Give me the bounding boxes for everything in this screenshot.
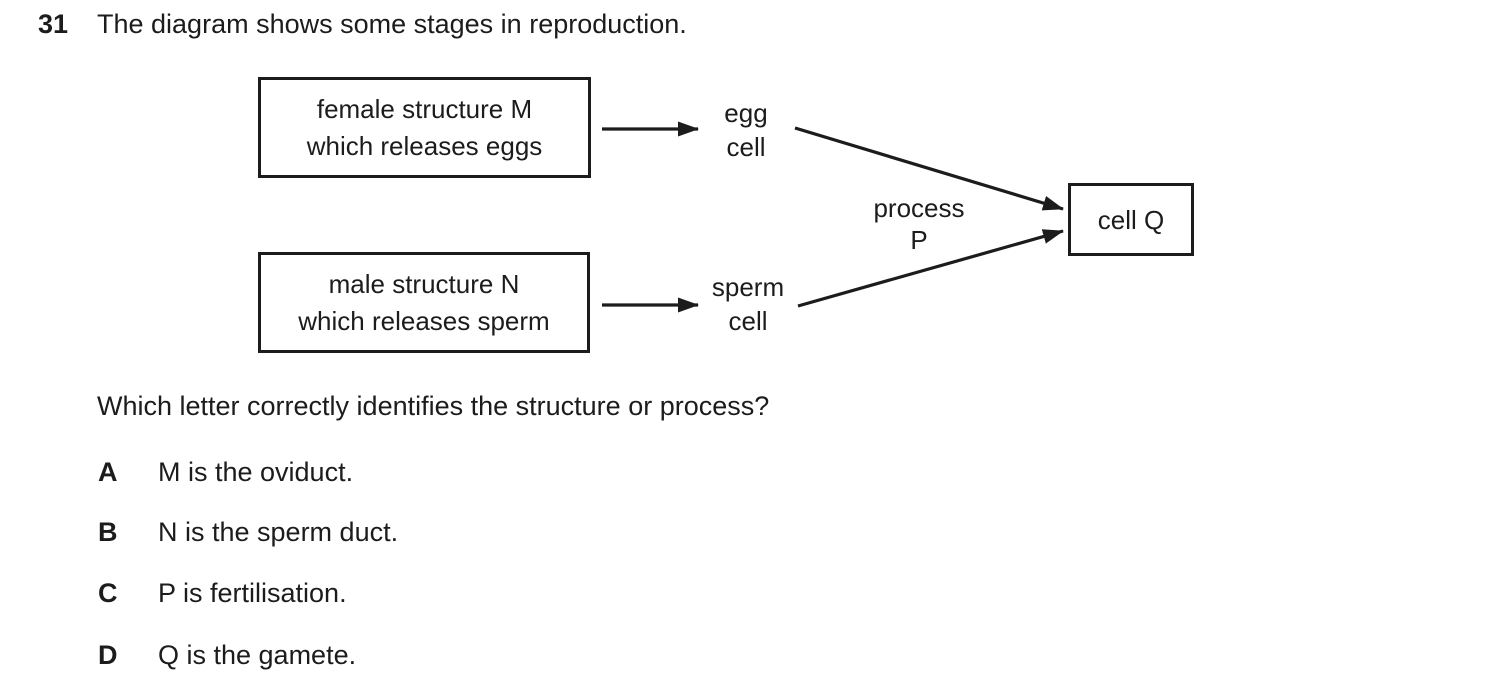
option-b-letter: B — [98, 517, 118, 547]
process-p-label-line1: process — [873, 193, 965, 223]
option-b-text: N is the sperm duct. — [158, 517, 399, 547]
female-structure-box: female structure M which releases eggs — [258, 77, 591, 178]
process-p-label-line2: P — [910, 225, 928, 255]
male-structure-box: male structure N which releases sperm — [258, 252, 590, 353]
option-c-letter: C — [98, 578, 118, 608]
question-header: 31 The diagram shows some stages in repr… — [38, 9, 687, 39]
option-c-text: P is fertilisation. — [158, 578, 347, 608]
process-p-label: process P — [849, 192, 989, 256]
option-d: D Q is the gamete. — [98, 640, 356, 670]
sperm-cell-label-line1: sperm — [711, 272, 785, 302]
male-structure-box-line2: which releases sperm — [298, 305, 550, 336]
egg-cell-label-line2: cell — [726, 132, 766, 162]
option-a: A M is the oviduct. — [98, 457, 353, 487]
option-a-letter: A — [98, 457, 118, 487]
option-c: C P is fertilisation. — [98, 578, 347, 608]
egg-cell-label-line1: egg — [724, 98, 768, 128]
cell-q-box-label: cell Q — [1097, 204, 1165, 235]
female-structure-box-line1: female structure M — [316, 93, 533, 124]
option-d-letter: D — [98, 640, 118, 670]
female-structure-box-line2: which releases eggs — [306, 130, 543, 161]
male-structure-box-line1: male structure N — [328, 268, 520, 299]
option-a-text: M is the oviduct. — [158, 457, 354, 487]
cell-q-box: cell Q — [1068, 183, 1194, 256]
question-sub-prompt: Which letter correctly identifies the st… — [97, 391, 770, 421]
question-number: 31 — [38, 9, 69, 39]
egg-cell-label: egg cell — [696, 96, 796, 164]
sperm-cell-label-line2: cell — [728, 306, 768, 336]
option-d-text: Q is the gamete. — [158, 640, 357, 670]
sperm-cell-label: sperm cell — [697, 270, 799, 338]
question-prompt: The diagram shows some stages in reprodu… — [97, 9, 687, 39]
option-b: B N is the sperm duct. — [98, 517, 398, 547]
